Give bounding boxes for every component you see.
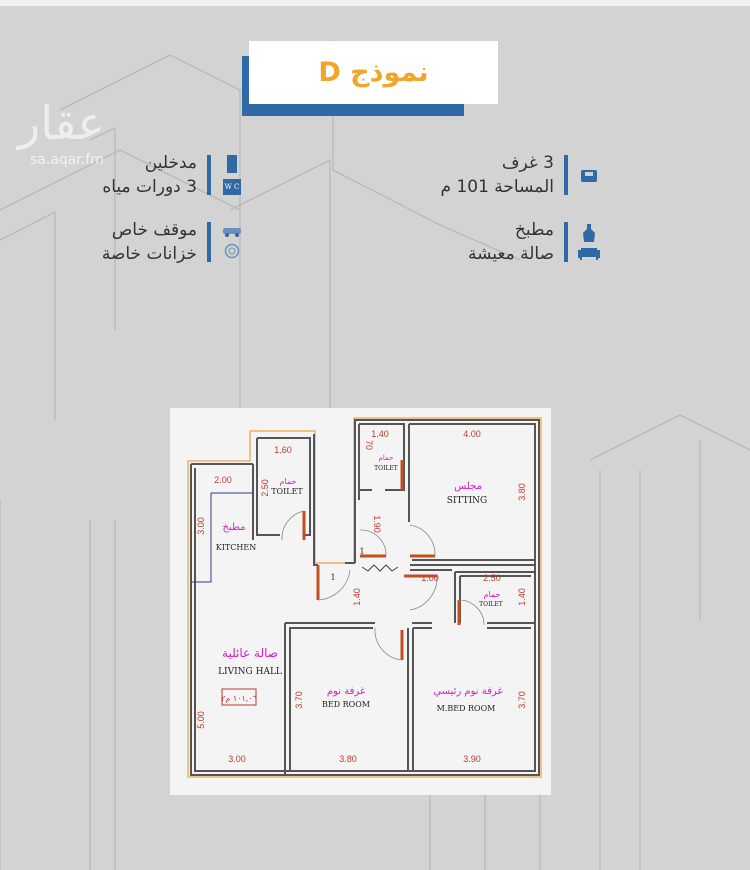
room-label-en: BED ROOM	[322, 700, 370, 709]
doors	[302, 460, 461, 660]
water-tank-icon	[224, 243, 240, 259]
divider	[207, 155, 211, 195]
walls	[190, 419, 540, 776]
dimension: 3.00	[228, 754, 246, 764]
dimension: 3.80	[339, 754, 357, 764]
dimension: 2.50	[260, 479, 270, 497]
dimension: 2.00	[214, 475, 232, 485]
dimension: 70	[364, 440, 374, 450]
divider	[564, 222, 568, 262]
floor-plan-drawing: KITCHEN TOILET TOILET SITTING TOILET LIV…	[187, 417, 542, 778]
title-box: نموذج D	[249, 41, 498, 104]
door-icon	[227, 155, 237, 173]
divider	[564, 155, 568, 195]
room-label-en: TOILET	[479, 601, 503, 608]
feature-text: موقف خاص	[111, 220, 197, 240]
door-number: 1	[330, 573, 335, 582]
feature-rooms-area: 3 غرف المساحة 101 م	[441, 151, 601, 199]
door-swings	[281, 510, 485, 661]
room-label-en: SITTING	[447, 496, 488, 506]
dimension: 1.40	[371, 429, 389, 439]
room-label-ar: غرفة نوم رئيسي	[433, 686, 502, 697]
dimension: 3.80	[517, 483, 527, 501]
feature-kitchen-living: مطبخ صالة معيشة	[468, 218, 600, 266]
car-icon	[223, 228, 241, 237]
apron-icon	[583, 224, 595, 242]
aqar-logo: عقار	[18, 96, 105, 150]
floor-plan: KITCHEN TOILET TOILET SITTING TOILET LIV…	[170, 408, 551, 795]
feature-parking-tanks: موقف خاص خزانات خاصة	[102, 218, 243, 266]
room-label-ar: حمام	[379, 454, 394, 462]
divider	[207, 222, 211, 262]
area-label: ١٠١,٠٦ م٢	[221, 694, 257, 703]
dimension: 5.00	[196, 711, 206, 729]
bed-icon	[581, 170, 597, 182]
feature-text: صالة معيشة	[467, 244, 554, 264]
dimension: 1.90	[372, 515, 382, 533]
feature-text: مدخلين	[144, 153, 197, 173]
dimension: 4.00	[463, 429, 481, 439]
feature-text: المساحة 101 م	[440, 177, 555, 197]
dimension: 1.00	[421, 573, 439, 583]
room-label-ar: مجلس	[454, 481, 482, 492]
dimension: 2.50	[483, 573, 501, 583]
dimension: 3.70	[294, 691, 304, 709]
wc-icon: W C	[223, 179, 241, 195]
room-label-en: TOILET	[374, 465, 398, 472]
dimension: 3.90	[463, 754, 481, 764]
room-label-en: LIVING HALL	[218, 667, 282, 677]
dimension: 3.00	[196, 517, 206, 535]
room-label-en: TOILET	[271, 487, 303, 496]
room-label-en: M.BED ROOM	[437, 704, 496, 713]
dimension: 1.40	[517, 588, 527, 606]
kitchen-counter	[191, 492, 253, 583]
feature-entrances-toilets: مدخلين 3 دورات مياه W C	[102, 151, 243, 199]
aqar-url: sa.aqar.fm	[30, 152, 104, 168]
feature-text: مطبخ	[514, 220, 554, 240]
area-box	[221, 688, 257, 706]
room-label-ar: صالة عائلية	[222, 646, 278, 660]
sofa-icon	[578, 248, 600, 260]
dimension: 1.40	[352, 588, 362, 606]
room-label-ar: حمام	[484, 590, 501, 599]
room-label-en: KITCHEN	[216, 543, 256, 552]
room-label-ar: حمام	[280, 477, 297, 486]
feature-text: 3 دورات مياه	[102, 177, 197, 197]
feature-text: 3 غرف	[501, 153, 554, 173]
room-label-ar: مطبخ	[222, 522, 245, 533]
page-title: نموذج D	[318, 57, 429, 88]
dimension: 3.70	[517, 691, 527, 709]
stairs-mark	[361, 564, 399, 572]
door-number: 1	[359, 547, 364, 556]
feature-text: خزانات خاصة	[101, 244, 197, 264]
dimension: 1.60	[274, 445, 292, 455]
room-label-ar: غرفة نوم	[327, 686, 365, 697]
